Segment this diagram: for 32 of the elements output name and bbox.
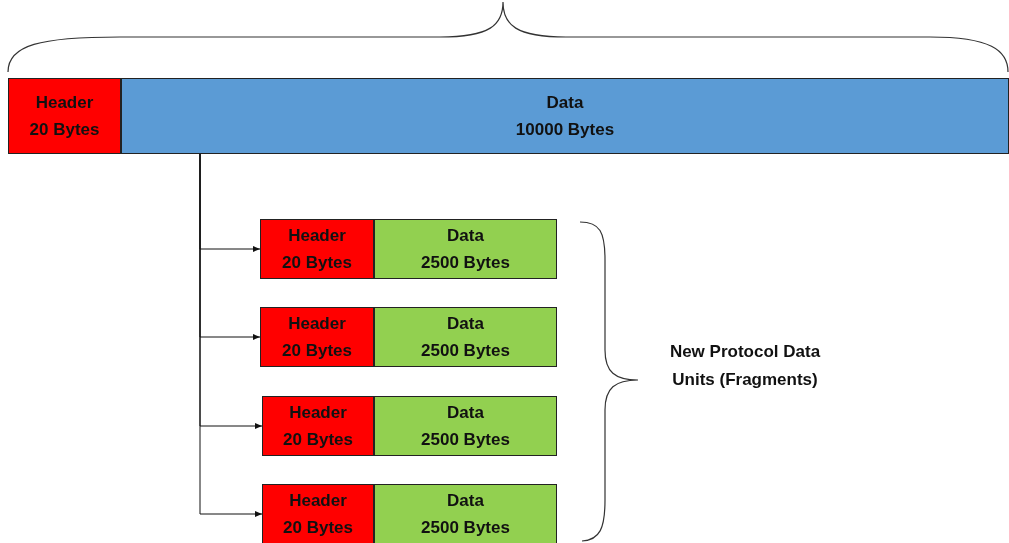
- field-name: Header: [288, 313, 346, 335]
- data-field: [374, 219, 557, 279]
- byte-count: 20 Bytes: [283, 429, 353, 451]
- header-field: [262, 396, 374, 456]
- byte-count: 2500 Bytes: [421, 340, 510, 362]
- data-field: [121, 78, 1009, 154]
- arrow: [199, 153, 263, 517]
- byte-count: 20 Bytes: [282, 252, 352, 274]
- field-name: Header: [289, 490, 347, 512]
- header-field: [262, 484, 374, 543]
- byte-count: 20 Bytes: [29, 119, 100, 141]
- field-name: Header: [289, 402, 347, 424]
- header-field: [260, 307, 374, 367]
- header-field: [8, 78, 121, 154]
- header-field: [260, 219, 374, 279]
- bracket-label: New Protocol Data Units (Fragments): [668, 341, 822, 391]
- field-name: Data: [447, 490, 484, 512]
- byte-count: 2500 Bytes: [421, 517, 510, 539]
- field-name: Data: [447, 313, 484, 335]
- field-name: Header: [288, 225, 346, 247]
- byte-count: 20 Bytes: [283, 517, 353, 539]
- byte-count: 20 Bytes: [282, 340, 352, 362]
- data-field: [374, 307, 557, 367]
- byte-count: 10000 Bytes: [515, 119, 615, 141]
- field-name: Data: [447, 402, 484, 424]
- field-name: Data: [447, 225, 484, 247]
- data-field: [374, 396, 557, 456]
- field-name: Data: [546, 92, 584, 114]
- byte-count: 2500 Bytes: [421, 429, 510, 451]
- data-field: [374, 484, 557, 543]
- byte-count: 2500 Bytes: [421, 252, 510, 274]
- field-name: Header: [35, 92, 94, 114]
